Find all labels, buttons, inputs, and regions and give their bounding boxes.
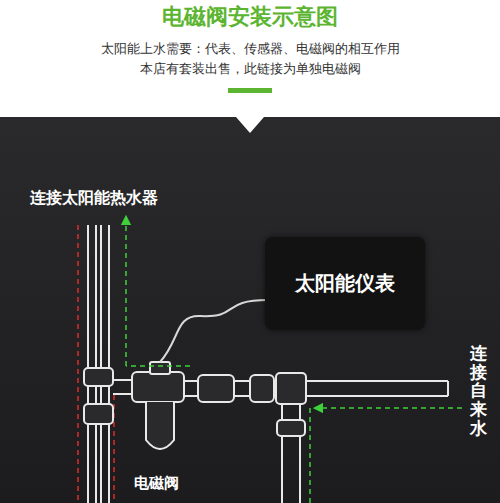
dark-ground [0,117,500,503]
page-title: 电磁阀安装示意图 [0,2,500,32]
green-bar [228,88,272,93]
pipe-label: 连接太阳能热水器 [30,188,158,209]
meter-cable [160,300,268,362]
box-text: 太阳能仪表 [295,270,395,297]
hot-water-dashed [77,225,79,503]
flow-arrows [126,220,462,503]
notch [236,117,264,133]
pipe-label: 连接自来水 [470,344,487,437]
subtitle: 本店有套装出售，此链接为单独电磁阀 [0,60,500,78]
pipes [84,225,448,503]
part-name: 电磁阀 [134,474,179,493]
subtitle: 太阳能上水需要：代表、传感器、电磁阀的相互作用 [0,40,500,58]
meter-box: 太阳能仪表 [265,237,425,330]
